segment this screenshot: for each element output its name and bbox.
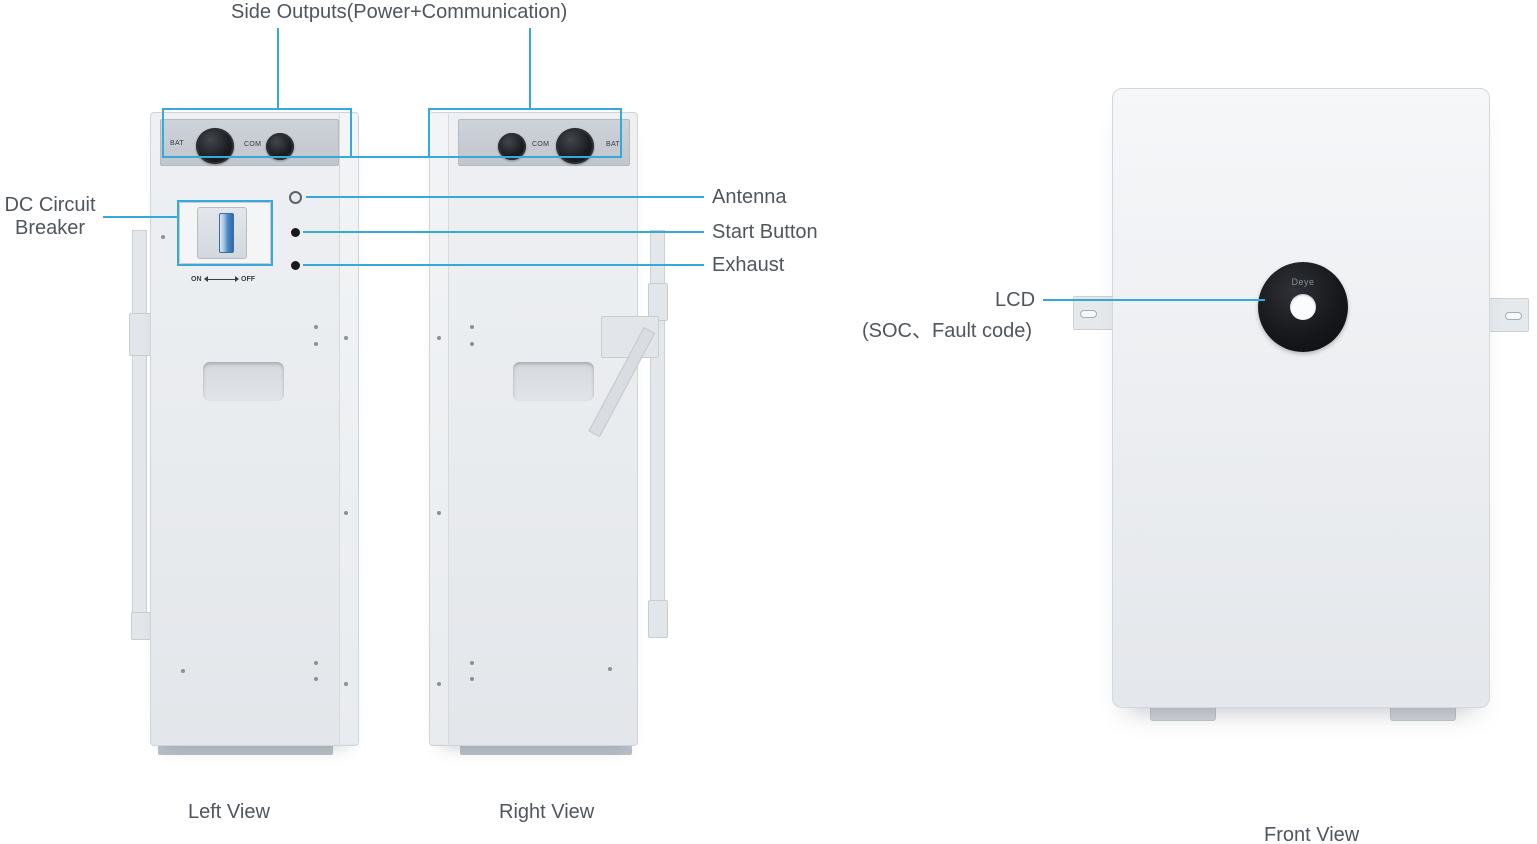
screw-dot (314, 677, 318, 681)
exhaust-label: Exhaust (712, 254, 785, 276)
screw-dot (314, 342, 318, 346)
bat-port-label: BAT (606, 141, 620, 148)
front-panel (1112, 88, 1490, 708)
callout-line (306, 196, 704, 198)
dc-breaker-label-line2: Breaker (14, 217, 86, 239)
start-button-label: Start Button (712, 221, 818, 243)
screw-dot (181, 669, 185, 673)
lcd-sub-label: (SOC、Fault code) (862, 320, 1033, 342)
dc-breaker-label: DC Circuit Breaker (0, 194, 100, 240)
handle-recess (513, 362, 594, 401)
callout-line (1043, 299, 1265, 301)
rail-clip (648, 600, 668, 638)
unit-body (429, 112, 638, 746)
rail-clip (131, 612, 151, 640)
dc-breaker-highlight (177, 200, 273, 266)
screw-dot (344, 336, 348, 340)
com-port-label: COM (244, 141, 262, 148)
lcd-label: LCD (995, 289, 1036, 311)
direction-arrow-icon (203, 276, 239, 282)
screw-dot (344, 682, 348, 686)
callout-line (277, 28, 279, 109)
screw-dot (161, 235, 165, 239)
antenna-label: Antenna (712, 186, 787, 208)
com-port (266, 133, 294, 160)
callout-line (303, 264, 704, 266)
bat-port (556, 128, 594, 164)
screw-dot (437, 682, 441, 686)
mount-ear-slot (1505, 312, 1522, 320)
dc-breaker-label-line1: DC Circuit (4, 194, 96, 216)
screw-dot (470, 677, 474, 681)
off-label: OFF (241, 276, 255, 283)
wall-rail-left (132, 230, 147, 638)
screw-dot (437, 511, 441, 515)
screw-dot (470, 325, 474, 329)
handle-recess (203, 362, 284, 401)
screw-dot (314, 325, 318, 329)
bat-port-label: BAT (170, 140, 184, 147)
left-view-label: Left View (188, 801, 270, 823)
screw-dot (437, 336, 441, 340)
breaker-on-off-markings: ON OFF (191, 276, 255, 283)
start-button-dot (291, 228, 300, 237)
exhaust-hole (291, 261, 300, 270)
side-outputs-highlight-left (162, 108, 352, 158)
bat-port (196, 128, 234, 164)
screw-dot (470, 342, 474, 346)
screw-dot (344, 511, 348, 515)
antenna-knob (289, 191, 302, 204)
callout-line (529, 28, 531, 109)
side-outputs-label: Side Outputs(Power+Communication) (231, 1, 568, 23)
callout-line (303, 231, 704, 233)
callout-line (352, 156, 428, 158)
unit-side-face (339, 114, 358, 744)
screw-dot (608, 667, 612, 671)
front-view-label: Front View (1264, 824, 1360, 844)
com-port (498, 133, 526, 160)
on-label: ON (191, 276, 202, 283)
port-panel (160, 119, 339, 166)
port-panel (458, 119, 630, 166)
dc-breaker-handle (219, 213, 234, 253)
lcd-center (1290, 294, 1316, 320)
unit-side-face (430, 114, 449, 744)
mount-ear-slot (1080, 310, 1097, 318)
side-outputs-highlight-right (428, 108, 622, 158)
right-view-label: Right View (499, 801, 595, 823)
com-port-label: COM (532, 141, 550, 148)
callout-line (103, 216, 177, 218)
screw-dot (314, 661, 318, 665)
screw-dot (470, 661, 474, 665)
brand-logo: Deye (1291, 277, 1315, 287)
